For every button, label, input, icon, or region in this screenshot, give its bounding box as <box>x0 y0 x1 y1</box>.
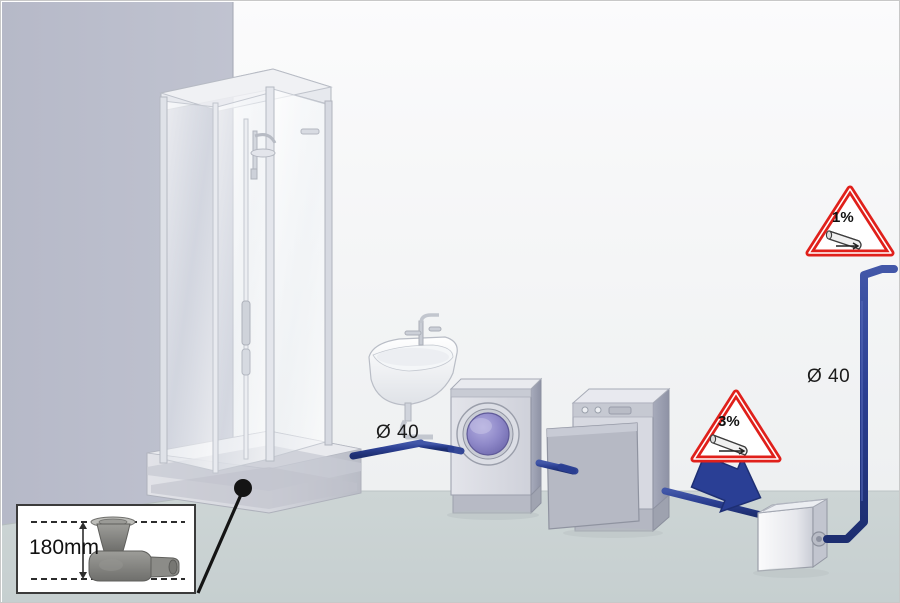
glass-panel-right <box>272 88 330 458</box>
shower-head <box>250 130 277 180</box>
dishwasher <box>546 387 671 538</box>
trap-dimension-arrow <box>79 522 87 579</box>
washing-machine-door <box>456 402 520 466</box>
slope-pipe-symbol-1 <box>825 230 862 250</box>
shower-frame <box>159 68 333 474</box>
pipe-run-a <box>417 440 455 453</box>
slope-sign-3-percent-value: 3% <box>718 413 740 430</box>
basin-waste-trap <box>399 402 433 440</box>
shower-trap-detail-inset <box>16 504 196 594</box>
glass-panel-left <box>162 100 216 472</box>
basin-tap <box>404 313 442 346</box>
pipe-diameter-label-sink: Ø 40 <box>376 422 420 443</box>
wall-bracket <box>300 128 320 135</box>
back-wall <box>233 2 899 491</box>
pipe-diameter-label-riser: Ø 40 <box>807 366 851 387</box>
riser-pipe <box>823 265 898 543</box>
slope-sign-3-percent <box>690 389 782 463</box>
pipe-shower-to-basin <box>349 439 425 460</box>
slope-sign-1-percent-value: 1% <box>832 209 854 226</box>
discharge-riser <box>823 265 898 543</box>
slope-sign-1-percent <box>805 185 895 257</box>
dishwasher-door <box>546 422 640 530</box>
trap-body <box>88 516 180 582</box>
slope-pipe-symbol-3 <box>709 434 748 456</box>
dishwasher-button <box>581 406 589 414</box>
wash-basin <box>368 313 458 440</box>
lifting-pump-unit <box>753 498 829 578</box>
trap-height-label: 180mm <box>29 536 100 559</box>
pipe-run-to-pump <box>661 487 765 519</box>
waste-pipework-hidden-hints <box>447 445 579 475</box>
leader-dot <box>234 479 252 497</box>
shower-enclosure <box>146 68 362 514</box>
emphasis-arrow-icon <box>690 454 762 513</box>
leader-line <box>196 479 252 594</box>
floor <box>2 491 899 602</box>
dishwasher-button <box>594 406 602 414</box>
